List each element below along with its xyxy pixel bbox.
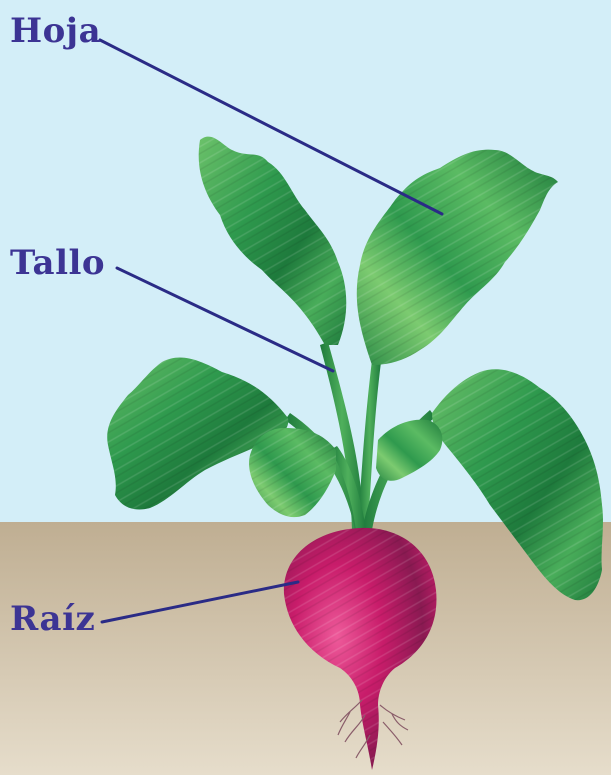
label-stem: Tallo [10, 246, 105, 280]
label-root: Raíz [10, 602, 95, 636]
label-leaf: Hoja [10, 14, 101, 48]
